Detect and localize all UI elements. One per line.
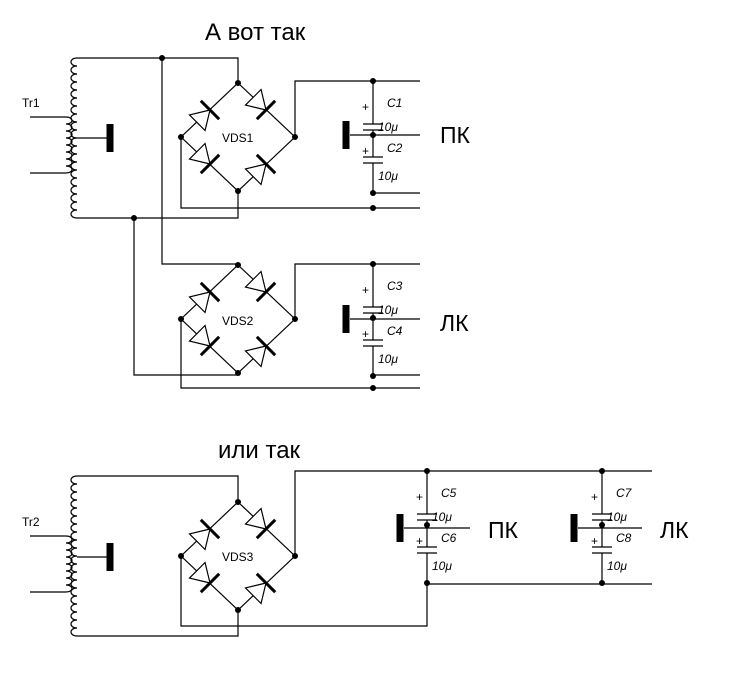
wiring-1 xyxy=(77,55,420,376)
channel-pk-1: ПК xyxy=(440,122,471,148)
capacitor-bank-4: + C7 10μ + C8 10μ xyxy=(591,467,633,587)
capacitor-bank-1: + C1 10μ + C2 10μ xyxy=(362,77,403,211)
channel-lk-1: ЛК xyxy=(440,310,469,336)
channel-pk-2: ПК xyxy=(488,517,519,543)
svg-text:+: + xyxy=(362,327,369,341)
c6-value: 10μ xyxy=(432,559,452,573)
svg-text:+: + xyxy=(591,534,598,548)
tr2-label: Tr2 xyxy=(22,515,40,529)
c4-value: 10μ xyxy=(378,352,398,366)
circuit-2: или так Tr2 VDS3 + C5 xyxy=(22,437,689,637)
vds3-label: VDS3 xyxy=(222,550,254,564)
c4-label: C4 xyxy=(387,324,403,338)
svg-text:+: + xyxy=(362,144,369,158)
c1-label: C1 xyxy=(387,96,402,110)
circuit-1: А вот так Tr1 VDS1 xyxy=(22,19,471,376)
svg-text:+: + xyxy=(591,490,598,504)
c3-value: 10μ xyxy=(378,303,398,317)
title-second: или так xyxy=(218,437,301,464)
vds2-label: VDS2 xyxy=(222,314,254,328)
tr1-label: Tr1 xyxy=(22,96,40,110)
bridge-vds1: VDS1 xyxy=(178,80,298,194)
capacitor-bank-3: + C5 10μ + C6 10μ xyxy=(416,467,457,587)
capacitor-bank-2: + C3 10μ + C4 10μ xyxy=(362,260,403,391)
c2-value: 10μ xyxy=(378,169,398,183)
c3-label: C3 xyxy=(387,279,403,293)
circuit-1-lower: VDS2 + C3 10μ + C4 10μ ЛК xyxy=(178,260,469,391)
svg-text:+: + xyxy=(362,283,369,297)
c7-value: 10μ xyxy=(607,510,627,524)
c6-label: C6 xyxy=(441,531,457,545)
bridge-vds3: VDS3 xyxy=(178,499,298,613)
c8-label: C8 xyxy=(616,531,632,545)
title-first: А вот так xyxy=(205,19,306,46)
wiring-2 xyxy=(180,263,420,389)
c8-value: 10μ xyxy=(607,559,627,573)
c7-label: C7 xyxy=(616,486,633,500)
svg-text:+: + xyxy=(416,490,423,504)
wiring-3 xyxy=(77,470,652,637)
c1-value: 10μ xyxy=(378,120,398,134)
transformer-tr1: Tr1 xyxy=(22,57,114,219)
svg-text:+: + xyxy=(416,534,423,548)
c5-label: C5 xyxy=(441,486,457,500)
vds1-label: VDS1 xyxy=(222,131,254,145)
channel-lk-2: ЛК xyxy=(660,517,689,543)
svg-text:+: + xyxy=(362,100,369,114)
transformer-tr2: Tr2 xyxy=(22,475,114,637)
c5-value: 10μ xyxy=(432,510,452,524)
c2-label: C2 xyxy=(387,141,403,155)
bridge-vds2: VDS2 xyxy=(178,262,298,376)
